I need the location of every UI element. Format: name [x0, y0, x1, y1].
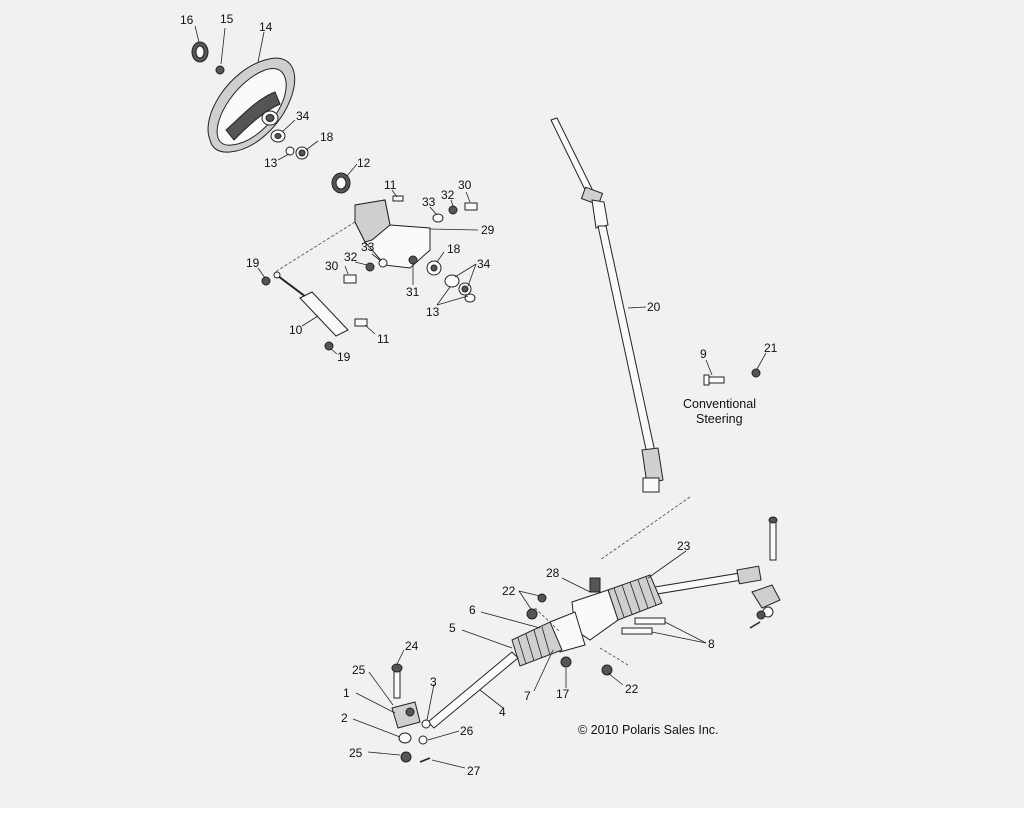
steering-wheel-group: 16 15 14 34 18 13 12 — [180, 12, 371, 194]
callout-30: 30 — [458, 178, 472, 192]
part-22-nut-b — [601, 664, 613, 676]
part-3-jam-nut — [421, 719, 431, 729]
callout-34: 34 — [296, 109, 310, 123]
callout-10: 10 — [289, 323, 303, 337]
callout-2: 2 — [341, 711, 348, 725]
part-34-washer-b — [444, 274, 460, 288]
part-25-nut — [400, 751, 412, 763]
callout-4: 4 — [499, 705, 506, 719]
part-11-bolt-b — [354, 318, 368, 327]
callout-5: 5 — [449, 621, 456, 635]
callout-29: 29 — [481, 223, 495, 237]
part-8-bolt-b — [634, 617, 666, 625]
callout-23: 23 — [677, 539, 691, 553]
callout-33: 33 — [361, 240, 375, 254]
callout-15: 15 — [220, 12, 234, 26]
part-20-intermediate-shaft — [550, 117, 664, 493]
callout-32: 32 — [441, 188, 455, 202]
callout-32: 32 — [344, 250, 358, 264]
callout-24: 24 — [405, 639, 419, 653]
part-32-nut-a — [448, 205, 458, 215]
part-1-tie-rod-end — [391, 701, 421, 729]
callout-33: 33 — [422, 195, 436, 209]
callout-19: 19 — [246, 256, 260, 270]
part-2-boot — [398, 732, 412, 744]
conventional-steering-label-line2: Steering — [696, 412, 743, 426]
part-22-nut-a — [526, 608, 538, 620]
callout-13: 13 — [426, 305, 440, 319]
callout-11: 11 — [377, 332, 390, 346]
part-32-nut-b — [365, 262, 375, 272]
callout-11: 11 — [384, 178, 397, 192]
callout-21: 21 — [764, 341, 778, 355]
part-14-steering-wheel — [207, 57, 296, 153]
callout-1: 1 — [343, 686, 350, 700]
part-10-gas-strut — [273, 271, 349, 337]
callout-30: 30 — [325, 259, 339, 273]
part-8-bolt-a — [621, 627, 653, 635]
callout-6: 6 — [469, 603, 476, 617]
callout-25: 25 — [352, 663, 366, 677]
part-27-cotter-pin — [419, 757, 431, 763]
callout-22: 22 — [502, 584, 516, 598]
callout-3: 3 — [430, 675, 437, 689]
part-31-nut — [408, 255, 418, 265]
tilt-bracket-group: 11 33 32 30 29 19 33 32 30 18 34 31 13 1… — [246, 178, 495, 364]
callout-22: 22 — [625, 682, 639, 696]
part-19-nut-b — [324, 341, 334, 351]
bottom-border — [0, 808, 1024, 814]
callout-26: 26 — [460, 724, 474, 738]
callout-12: 12 — [357, 156, 371, 170]
part-21-nut — [751, 368, 761, 378]
part-13-washer-a — [285, 146, 295, 156]
part-4-tie-rod-left — [427, 651, 519, 729]
part-23-tie-rod-right — [654, 572, 743, 595]
part-30-bolt-b — [343, 274, 357, 284]
callout-13: 13 — [264, 156, 278, 170]
part-11-bolt-a — [392, 195, 404, 202]
callout-18: 18 — [320, 130, 334, 144]
callout-7: 7 — [524, 689, 531, 703]
callout-19: 19 — [337, 350, 351, 364]
callout-31: 31 — [406, 285, 420, 299]
callout-16: 16 — [180, 13, 194, 27]
conventional-steering-hardware: 9 21 Conventional Steering — [683, 341, 778, 426]
callout-17: 17 — [556, 687, 570, 701]
callout-20: 20 — [647, 300, 661, 314]
conventional-steering-label-line1: Conventional — [683, 397, 756, 411]
steering-rack-group: 23 28 22 6 5 8 24 25 1 3 2 4 7 17 22 26 … — [341, 516, 781, 778]
callout-9: 9 — [700, 347, 707, 361]
part-15-nut — [215, 65, 225, 75]
part-19-nut-a — [261, 276, 271, 286]
part-30-bolt-a — [464, 202, 478, 211]
callout-14: 14 — [259, 20, 273, 34]
callout-34: 34 — [477, 257, 491, 271]
part-33-washer-a — [432, 213, 444, 223]
callout-8: 8 — [708, 637, 715, 651]
part-26-nut — [418, 735, 428, 745]
copyright-text: © 2010 Polaris Sales Inc. — [578, 723, 719, 737]
callout-18: 18 — [447, 242, 461, 256]
callout-28: 28 — [546, 566, 560, 580]
callout-25: 25 — [349, 746, 363, 760]
callout-27: 27 — [467, 764, 481, 778]
part-17-bolt-head — [560, 656, 572, 668]
